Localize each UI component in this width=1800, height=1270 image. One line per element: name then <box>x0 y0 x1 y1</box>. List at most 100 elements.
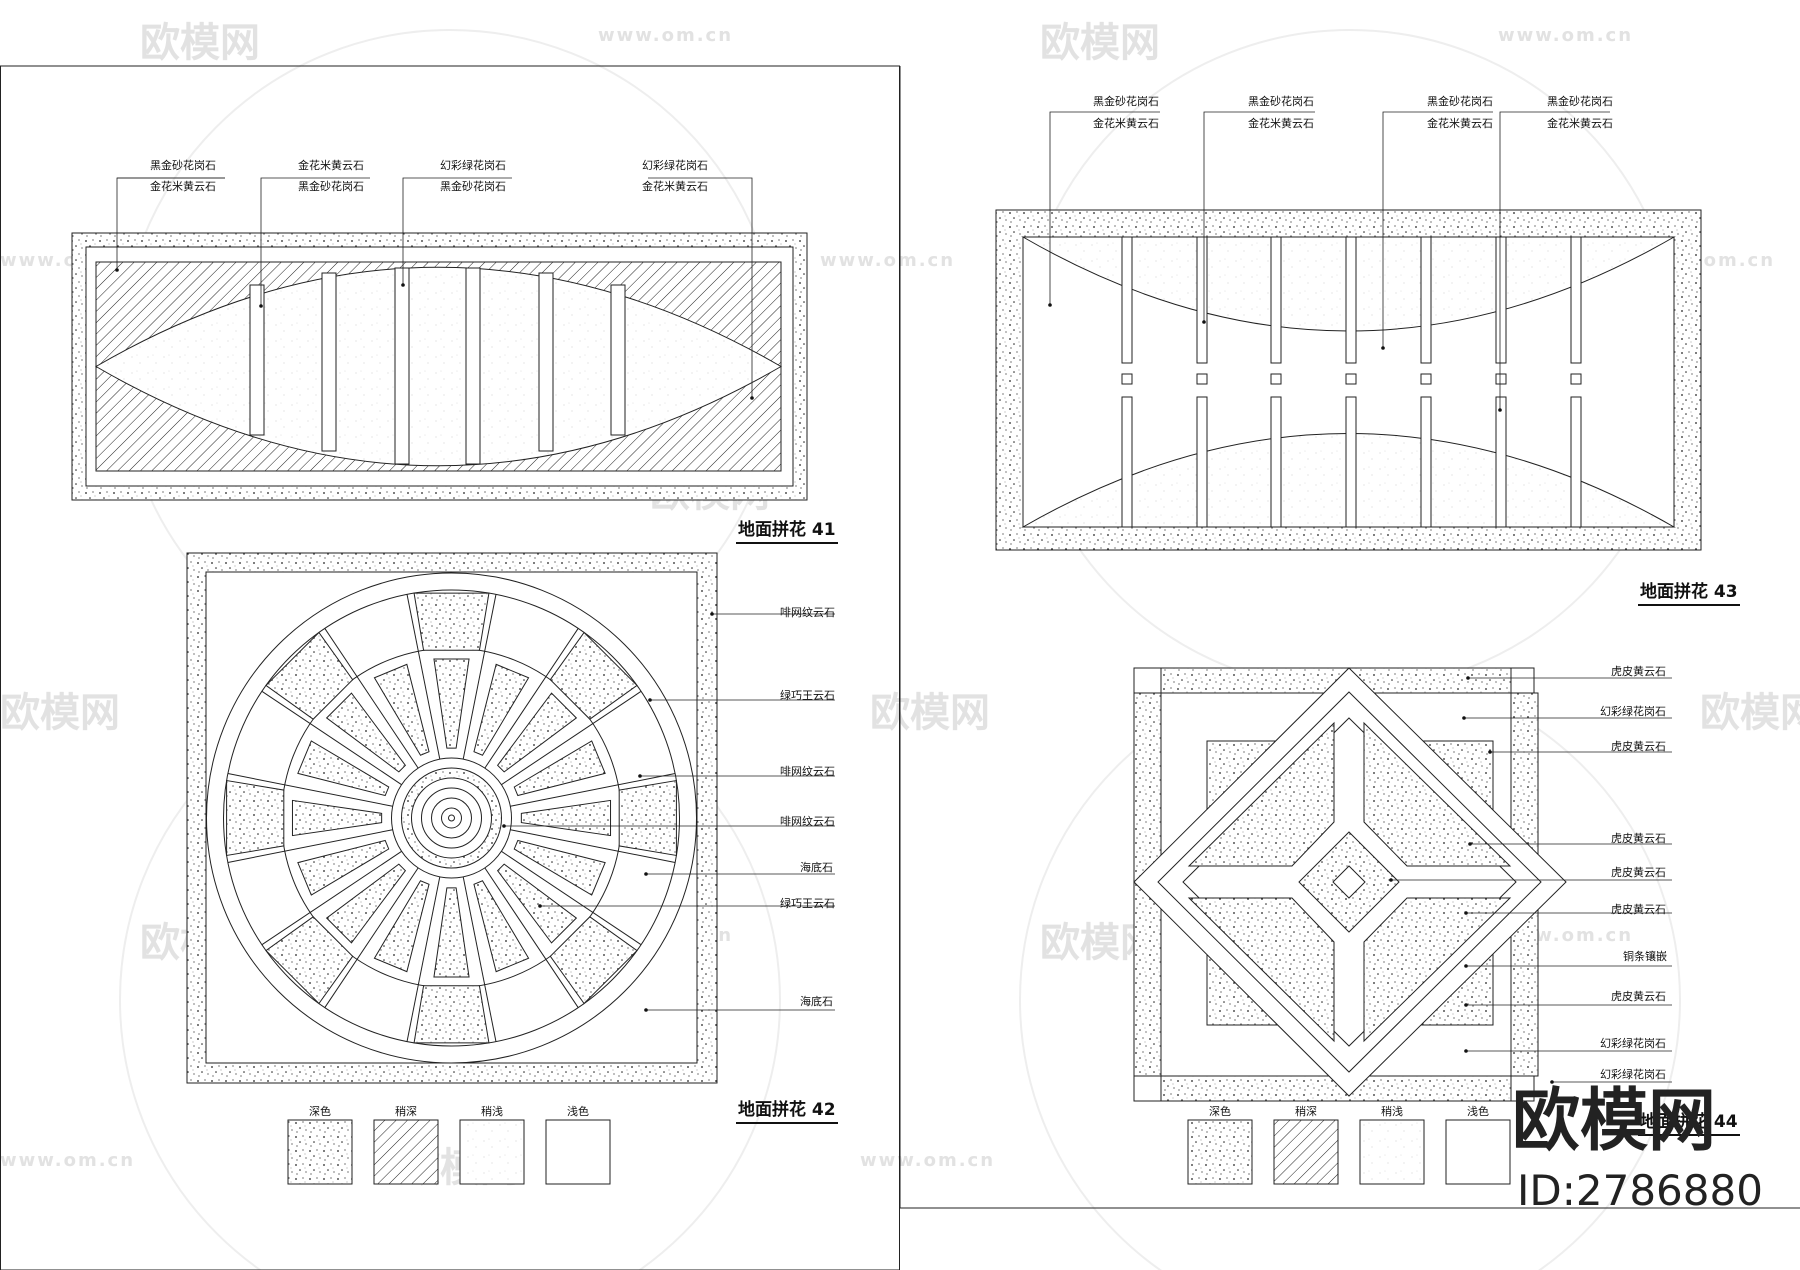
bar-square <box>1570 373 1582 385</box>
material-label: 啡网纹云石 <box>780 765 835 778</box>
watermark-logo: 欧模网 <box>1040 20 1160 66</box>
bar-bottom <box>1345 396 1357 528</box>
legend-label: 深色 <box>1209 1105 1231 1118</box>
spoke-line <box>406 594 441 760</box>
spoke-line <box>227 773 393 807</box>
watermark-logo: 欧模网 <box>870 690 990 736</box>
floor-pattern-42 <box>186 552 835 1084</box>
bar-bottom <box>1420 396 1432 528</box>
material-label: 金花米黄云石 <box>150 180 216 193</box>
material-label: 金花米黄云石 <box>1427 117 1493 130</box>
outer-wedge <box>413 592 490 651</box>
material-label: 海底石 <box>800 861 833 874</box>
inner-wedge <box>473 663 530 756</box>
material-label: 幻彩绿花岗石 <box>642 159 708 172</box>
material-label: 虎皮黄云石 <box>1611 740 1666 753</box>
outer-wedge <box>265 631 354 720</box>
material-label: 海底石 <box>800 995 833 1008</box>
legend-label: 深色 <box>309 1105 331 1118</box>
inner-wedge <box>297 839 390 896</box>
legend-label: 稍浅 <box>1381 1105 1403 1118</box>
spoke-line <box>261 850 402 946</box>
material-label: 幻彩绿花岗石 <box>1600 1068 1666 1081</box>
material-label: 黑金砂花岗石 <box>1427 95 1493 108</box>
inner-wedge <box>520 799 612 837</box>
outer-wedge <box>549 916 638 1005</box>
inner-wedge <box>433 658 470 749</box>
watermark-url: www.om.cn <box>0 1150 136 1171</box>
pattern-title-44: 地面拼花 44 <box>1638 1112 1740 1136</box>
bar-square <box>1420 373 1432 385</box>
spoke-line <box>227 829 393 863</box>
bar-bottom <box>1570 396 1582 528</box>
bar-bottom <box>1121 396 1133 528</box>
material-label: 黑金砂花岗石 <box>440 180 506 193</box>
pattern-title-43: 地面拼花 43 <box>1638 582 1740 606</box>
material-label: 金花米黄云石 <box>1547 117 1613 130</box>
floor-pattern-43 <box>995 111 1702 551</box>
material-label: 虎皮黄云石 <box>1611 990 1666 1003</box>
leader-dot <box>538 904 542 908</box>
inner-wedge <box>297 740 390 797</box>
leader-dot <box>1462 716 1466 720</box>
bars <box>1121 236 1582 528</box>
legend-label: 浅色 <box>1467 1105 1489 1118</box>
material-label: 黑金砂花岗石 <box>1248 95 1314 108</box>
watermark-url: www.om.cn <box>598 25 734 46</box>
spoke-line <box>324 628 419 769</box>
outer-wedge <box>226 779 285 857</box>
bar-top <box>1420 236 1432 364</box>
leader-dot <box>638 774 642 778</box>
brand-logo: 欧模网 <box>1512 1082 1717 1161</box>
floor-pattern-41 <box>71 177 808 501</box>
legend-label: 稍深 <box>1295 1105 1317 1118</box>
leader-dot <box>1464 964 1468 968</box>
bar-bottom <box>1495 396 1507 528</box>
material-label: 黑金砂花岗石 <box>1093 95 1159 108</box>
inner-wedge <box>291 799 383 837</box>
watermark-logo: 欧模网 <box>140 20 260 66</box>
bar-top <box>1121 236 1133 364</box>
spoke-line <box>510 829 676 863</box>
watermark-logo: 欧模网 <box>0 690 120 736</box>
material-label: 金花米黄云石 <box>642 180 708 193</box>
bar-bottom <box>1270 396 1282 528</box>
legend-swatches <box>287 1119 1511 1185</box>
material-label: 金花米黄云石 <box>1093 117 1159 130</box>
leader-dot <box>1464 1049 1468 1053</box>
leader-dot <box>710 612 714 616</box>
material-label: 黑金砂花岗石 <box>298 180 364 193</box>
spoke-line <box>406 876 441 1042</box>
bar-square <box>1495 373 1507 385</box>
material-label: 幻彩绿花岗石 <box>1600 705 1666 718</box>
bar-square <box>1270 373 1282 385</box>
spoke-line <box>462 876 497 1042</box>
material-label: 啡网纹云石 <box>780 815 835 828</box>
leader-dot <box>644 1008 648 1012</box>
material-label: 虎皮黄云石 <box>1611 665 1666 678</box>
material-label: 黑金砂花岗石 <box>1547 95 1613 108</box>
material-label: 虎皮黄云石 <box>1611 832 1666 845</box>
spoke-line <box>501 690 642 786</box>
bar-top <box>1345 236 1357 364</box>
leader-dot <box>1466 676 1470 680</box>
pattern-title-41: 地面拼花 41 <box>736 520 838 544</box>
pattern-title-42: 地面拼花 42 <box>736 1100 838 1124</box>
material-label: 啡网纹云石 <box>780 606 835 619</box>
inner-wedge <box>325 863 407 944</box>
leader-dot <box>644 872 648 876</box>
bar-top <box>1495 236 1507 364</box>
material-label: 铜条镶嵌 <box>1623 950 1667 963</box>
spoke-line <box>261 690 402 786</box>
bar-square <box>1196 373 1208 385</box>
model-id: ID:2786880 <box>1517 1166 1763 1215</box>
legend-label: 浅色 <box>567 1105 589 1118</box>
spoke-line <box>324 867 419 1008</box>
legend-label: 稍浅 <box>481 1105 503 1118</box>
sheet-frame <box>0 65 1800 1270</box>
material-label: 绿巧王云石 <box>780 897 835 910</box>
material-label: 金花米黄云石 <box>298 159 364 172</box>
inner-wedge <box>496 863 578 944</box>
